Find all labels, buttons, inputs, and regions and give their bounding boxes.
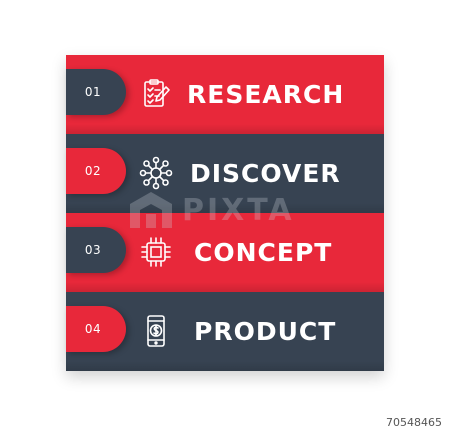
- step-number-tab: 02: [66, 148, 126, 194]
- step-label: RESEARCH: [187, 80, 345, 109]
- clipboard-checklist-icon: [139, 77, 173, 111]
- step-number: 01: [84, 85, 102, 99]
- step-number: 04: [84, 322, 102, 336]
- infographic-card: 01 RESEARCH 02: [66, 55, 384, 371]
- step-label: PRODUCT: [194, 317, 337, 346]
- step-row-discover: 02 DISCOVER: [66, 134, 384, 213]
- step-label: CONCEPT: [194, 238, 333, 267]
- step-row-concept: 03 CONCEPT: [66, 213, 384, 292]
- step-number: 03: [84, 243, 102, 257]
- step-number-tab: 03: [66, 227, 126, 273]
- step-number-tab: 04: [66, 306, 126, 352]
- step-row-research: 01 RESEARCH: [66, 55, 384, 134]
- step-number-tab: 01: [66, 69, 126, 115]
- microchip-icon: [139, 235, 173, 269]
- step-label: DISCOVER: [190, 159, 341, 188]
- step-row-product: 04 PRODUCT: [66, 292, 384, 371]
- network-hub-icon: [139, 156, 173, 190]
- step-number: 02: [84, 164, 102, 178]
- stock-image-id: 70548465: [386, 416, 442, 429]
- mobile-payment-icon: [139, 314, 173, 348]
